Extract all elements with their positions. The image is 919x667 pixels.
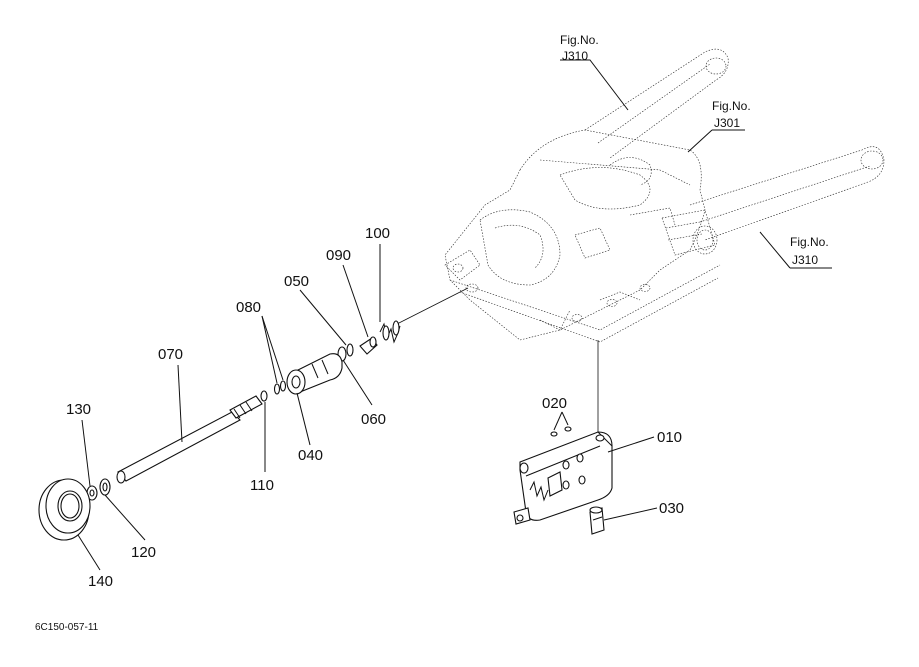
label-120: 120 <box>131 544 156 561</box>
label-030: 030 <box>659 500 684 517</box>
transmission-housing-ghost <box>444 48 885 343</box>
part-valve-body-040[interactable] <box>286 353 343 395</box>
part-washer-120[interactable] <box>99 478 111 496</box>
figure-ref-j310-right[interactable]: Fig.No. J310 <box>790 235 829 267</box>
fig-ref-line2: J301 <box>714 116 740 130</box>
part-ring-080[interactable] <box>273 380 287 395</box>
label-040: 040 <box>298 447 323 464</box>
leader-lines <box>77 244 658 571</box>
part-oil-seal-140[interactable] <box>38 478 91 541</box>
label-110: 110 <box>250 477 274 494</box>
label-070: 070 <box>158 346 183 363</box>
label-130: 130 <box>66 401 91 418</box>
label-060: 060 <box>361 411 386 428</box>
assembly-axis-line <box>394 287 469 326</box>
label-090: 090 <box>326 247 351 264</box>
part-ring-110[interactable] <box>260 390 268 402</box>
part-spring-100[interactable] <box>379 320 401 344</box>
figure-reference-leaders <box>560 59 832 269</box>
fig-ref-line1: Fig.No. <box>560 33 599 47</box>
part-shaft-070[interactable] <box>116 395 263 484</box>
figure-ref-j310-top[interactable]: Fig.No. J310 <box>560 33 599 63</box>
figure-ref-j301[interactable]: Fig.No. J301 <box>712 99 751 130</box>
drawing-code: 6C150-057-11 <box>35 622 99 633</box>
fig-ref-line1: Fig.No. <box>790 235 829 249</box>
part-plug-030[interactable] <box>589 506 605 535</box>
fig-ref-line2: J310 <box>562 49 588 63</box>
part-valve-assembly-010[interactable] <box>513 431 613 525</box>
label-100: 100 <box>365 225 390 242</box>
part-oring-050[interactable] <box>346 343 354 357</box>
label-010: 010 <box>657 429 682 446</box>
label-020: 020 <box>542 395 567 412</box>
part-poppet-090[interactable] <box>359 336 378 355</box>
label-140: 140 <box>88 573 113 590</box>
label-050: 050 <box>284 273 309 290</box>
label-080: 080 <box>236 299 261 316</box>
fig-ref-line2: J310 <box>792 253 818 267</box>
part-pins-020[interactable] <box>550 426 572 437</box>
fig-ref-line1: Fig.No. <box>712 99 751 113</box>
